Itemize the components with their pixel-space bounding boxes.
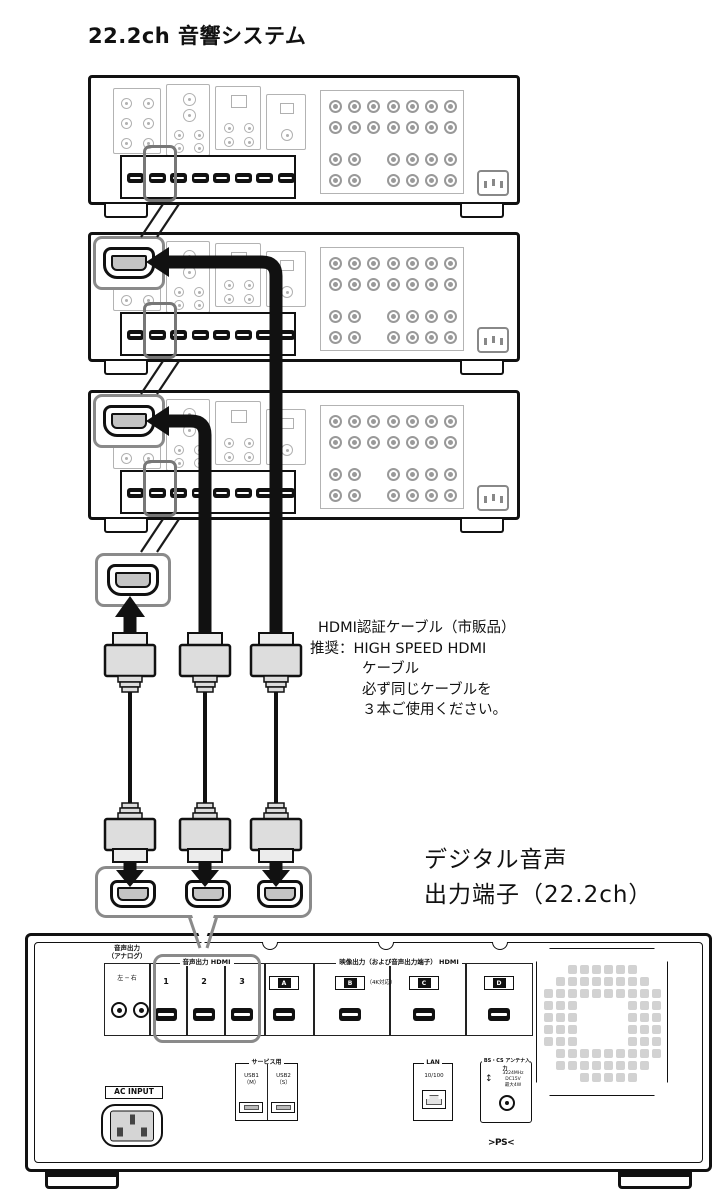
amp-foot bbox=[460, 361, 504, 375]
left-right-label: 左 ─ 右 bbox=[117, 975, 137, 982]
tuner-foot bbox=[45, 1170, 119, 1189]
video-port-icon-d: D bbox=[484, 976, 514, 990]
port-number: 3 bbox=[239, 977, 245, 986]
hdmi-video-port-b bbox=[339, 1008, 361, 1021]
rca-jack-left bbox=[111, 1002, 127, 1018]
fan-grille bbox=[536, 948, 668, 1096]
cable-note-line: ケーブル bbox=[362, 661, 420, 677]
hdmi-plug-icon bbox=[103, 631, 157, 809]
hdmi-input-callout-3 bbox=[95, 553, 171, 607]
hdmi-audio-port-2 bbox=[193, 1008, 215, 1021]
video-port-icon-b: B bbox=[335, 976, 365, 990]
usb-port-2 bbox=[271, 1102, 295, 1113]
amp-foot bbox=[460, 519, 504, 533]
hdmi-plug-icon bbox=[249, 631, 303, 809]
hdmi-video-port-a bbox=[273, 1008, 295, 1021]
video-port-icon-c: C bbox=[409, 976, 439, 990]
hdmi-socket-icon bbox=[107, 564, 159, 596]
usb2-label: USB2（S） bbox=[276, 1073, 291, 1086]
video-out-label: 映像出力（および音声出力端子） HDMI bbox=[264, 958, 534, 966]
cable-note-line: HDMI認証ケーブル（市販品） bbox=[318, 620, 516, 636]
hdmi-socket-icon bbox=[103, 405, 155, 437]
hdmi-input-callout-2 bbox=[93, 394, 165, 448]
video-port-icon-a: A bbox=[269, 976, 299, 990]
amp-foot bbox=[104, 519, 148, 533]
hdmi-socket-icon bbox=[185, 880, 231, 908]
ac-input-label: AC INPUT bbox=[105, 1086, 163, 1099]
hdmi-input-callout-1 bbox=[93, 236, 165, 290]
connector-row: 音声出力（アナログ） 左 ─ 右 音声出力 HDMI 1 2 3 映像出力（およ… bbox=[104, 944, 533, 1036]
highlighted-hdmi-port bbox=[143, 302, 177, 359]
port-number: 2 bbox=[201, 977, 207, 986]
highlighted-hdmi-port bbox=[143, 460, 177, 517]
av-amp-rear-panel-1 bbox=[88, 75, 520, 223]
cable-note-line: 必ず同じケーブルを bbox=[362, 681, 492, 698]
amp-chassis bbox=[88, 75, 520, 205]
lan-speed-label: 10/100 bbox=[424, 1073, 444, 1079]
usb1-label: USB1（M） bbox=[243, 1073, 260, 1086]
page-title: 22.2ch 音響システム bbox=[88, 24, 307, 48]
usb-port-1 bbox=[239, 1102, 263, 1113]
cable-note: HDMI認証ケーブル（市販品） 推奨：HIGH SPEED HDMI ケーブル … bbox=[310, 618, 516, 721]
lan-port bbox=[422, 1090, 446, 1109]
hdmi-video-port-d bbox=[488, 1008, 510, 1021]
rca-jack-right bbox=[133, 1002, 149, 1018]
hdmi-socket-icon bbox=[103, 247, 155, 279]
hdmi-socket-icon bbox=[257, 880, 303, 908]
hdmi-audio-port-3 bbox=[231, 1008, 253, 1021]
4k-note: （4K対応） bbox=[366, 980, 396, 986]
antenna-coax-jack bbox=[499, 1095, 515, 1111]
analog-audio-label: 音声出力（アナログ） bbox=[103, 944, 151, 960]
hdmi-audio-port-1 bbox=[155, 1008, 177, 1021]
material-mark: >PS< bbox=[488, 1138, 515, 1148]
hdmi-plug-icon bbox=[178, 631, 232, 809]
digital-audio-output-label: デジタル音声 出力端子（22.2ch） bbox=[424, 847, 653, 908]
cable-note-line: 推奨：HIGH SPEED HDMI bbox=[310, 640, 487, 657]
hdmi-socket-icon bbox=[110, 880, 156, 908]
amp-foot bbox=[104, 204, 148, 218]
amp-foot bbox=[104, 361, 148, 375]
hdmi-audio-out-label: 音声出力 HDMI bbox=[149, 958, 264, 966]
hdmi-audio-highlight bbox=[153, 954, 261, 1043]
highlighted-hdmi-port bbox=[143, 145, 177, 202]
hdmi-output-callout bbox=[95, 866, 312, 918]
service-usb-group: サービス用 USB1（M） USB2（S） bbox=[235, 1059, 298, 1121]
ac-inlet bbox=[101, 1104, 163, 1147]
amp-foot bbox=[460, 204, 504, 218]
hdmi-video-port-c bbox=[413, 1008, 435, 1021]
lan-group: LAN 10/100 bbox=[413, 1059, 453, 1121]
port-number: 1 bbox=[163, 977, 169, 986]
c14-socket bbox=[110, 1110, 154, 1141]
tuner-rear-panel: 音声出力（アナログ） 左 ─ 右 音声出力 HDMI 1 2 3 映像出力（およ… bbox=[25, 933, 712, 1172]
tuner-inner-panel bbox=[34, 942, 703, 1163]
cable-note-line: ３本ご使用ください。 bbox=[362, 702, 507, 718]
power-feed-icon: ↕ bbox=[485, 1074, 493, 1084]
tuner-foot bbox=[618, 1170, 692, 1189]
